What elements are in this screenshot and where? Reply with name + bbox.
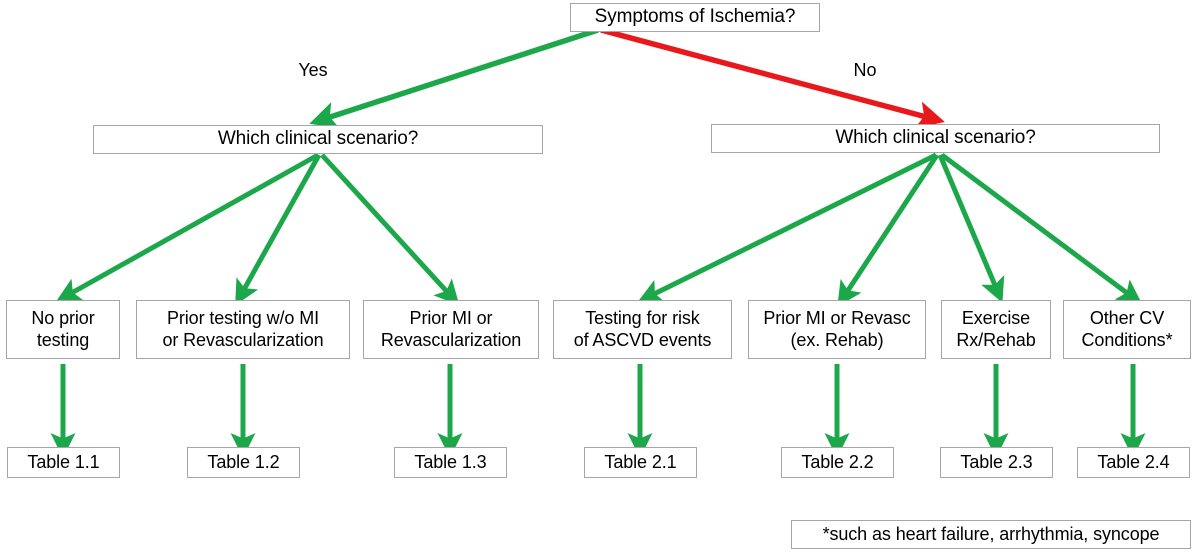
edge-label-no: No [853, 60, 877, 80]
node-no-prior-testing[interactable]: No prior testing [6, 300, 120, 359]
node-exercise-rx-rehab[interactable]: Exercise Rx/Rehab [941, 300, 1051, 359]
node-table-1-1[interactable]: Table 1.1 [7, 447, 120, 478]
node-which-clinical-scenario-left[interactable]: Which clinical scenario? [93, 125, 543, 154]
arrow-left-to-prior-mi-or-revasc [320, 153, 460, 306]
arrow-right-to-exercise-rx-rehab [937, 154, 1005, 303]
node-table-2-1[interactable]: Table 2.1 [584, 447, 697, 478]
node-table-1-2[interactable]: Table 1.2 [187, 447, 300, 478]
node-table-2-3[interactable]: Table 2.3 [940, 447, 1053, 478]
arrow-right-to-other-cv-conditions [940, 152, 1143, 305]
node-table-2-4[interactable]: Table 2.4 [1077, 447, 1190, 478]
node-testing-for-risk-of-ascvd-events[interactable]: Testing for risk of ASCVD events [553, 300, 732, 359]
node-prior-testing-wo-mi-or-revascularization[interactable]: Prior testing w/o MI or Revascularizatio… [136, 300, 350, 359]
node-which-clinical-scenario-right[interactable]: Which clinical scenario? [711, 124, 1160, 153]
arrow-left-to-prior-testing-wo-mi [235, 153, 322, 306]
arrow-right-to-prior-mi-revasc-rehab [837, 153, 940, 307]
edge-label-yes: Yes [298, 60, 328, 80]
node-prior-mi-or-revascularization[interactable]: Prior MI or Revascularization [363, 300, 539, 359]
arrow-right-to-testing-for-risk [637, 152, 938, 303]
node-table-2-2[interactable]: Table 2.2 [781, 447, 894, 478]
node-prior-mi-or-revasc-ex-rehab[interactable]: Prior MI or Revasc (ex. Rehab) [748, 300, 926, 359]
node-symptoms-of-ischemia[interactable]: Symptoms of Ischemia? [570, 3, 820, 32]
footnote-other-cv-conditions: *such as heart failure, arrhythmia, sync… [791, 520, 1191, 549]
node-table-1-3[interactable]: Table 1.3 [394, 447, 507, 478]
node-other-cv-conditions[interactable]: Other CV Conditions* [1063, 300, 1191, 359]
arrow-root-yes [309, 27, 599, 129]
arrow-left-to-no-prior-testing [55, 152, 320, 302]
